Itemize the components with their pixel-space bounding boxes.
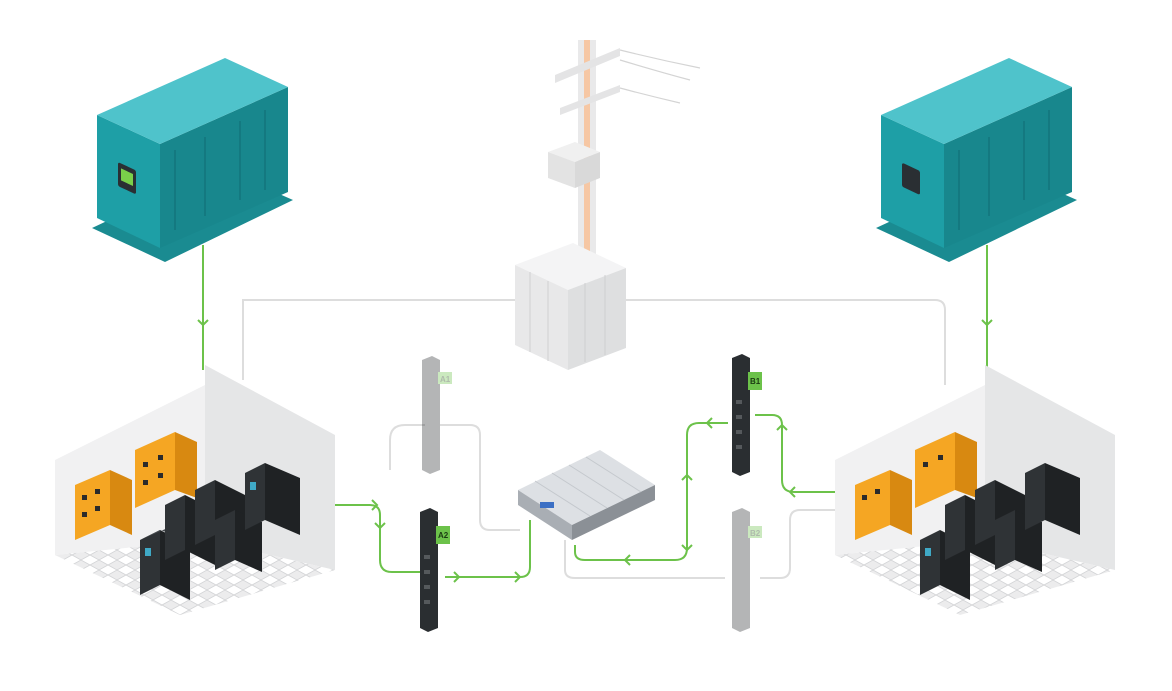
pdu-label-b1: B1 [750, 377, 761, 386]
ups-cabinets [140, 463, 300, 600]
pdu-b1: B1 [732, 354, 762, 476]
generator-icon [902, 163, 920, 195]
ups-cabinets [920, 463, 1080, 600]
pdu-a1: A1 [422, 356, 452, 474]
utility-pole-icon [548, 40, 701, 280]
pdu-a2: A2 [420, 508, 450, 632]
pdu-label-a2: A2 [438, 531, 449, 540]
switchgear-cabinet [75, 432, 197, 540]
generator-icon [118, 162, 136, 194]
generator-left [92, 58, 293, 262]
transformer-icon [515, 243, 626, 370]
generator-right [876, 58, 1077, 262]
pdu-label-a1: A1 [440, 375, 451, 384]
pdu-label-b2: B2 [750, 529, 761, 538]
active-power-paths [197, 245, 993, 583]
pdu-b2: B2 [732, 508, 762, 632]
switchgear-cabinet [855, 432, 977, 540]
electrical-room-right [835, 365, 1115, 615]
electrical-room-left [55, 365, 335, 615]
server-icon [518, 450, 655, 540]
inactive-power-paths [242, 299, 946, 579]
